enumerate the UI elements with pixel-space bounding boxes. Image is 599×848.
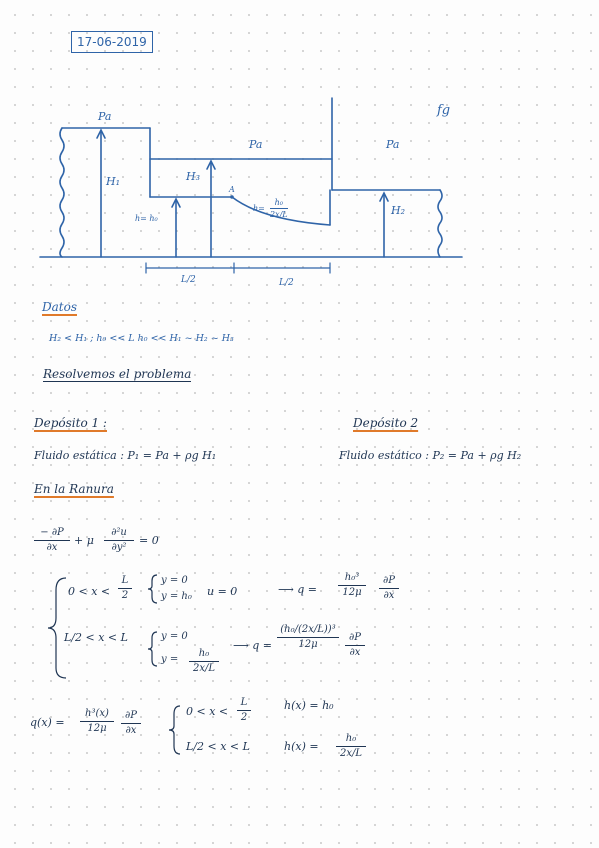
general-brace xyxy=(168,705,181,755)
case1-bc2: y = h₀ xyxy=(161,591,192,602)
general-r1-h: h(x) = h₀ xyxy=(284,699,334,712)
case2-dp-fraction: ∂P∂x xyxy=(345,632,365,658)
slot-h-lhs: h= xyxy=(253,204,265,213)
case2-range: L/2 < x < L xyxy=(64,631,128,644)
h-eq-h0-label: h= h₀ xyxy=(135,214,158,223)
d2u-dy2-fraction: ∂²u∂y² xyxy=(104,527,134,553)
general-dp-fraction: ∂P∂x xyxy=(121,710,141,736)
h2-label: H₂ xyxy=(391,204,406,217)
case1-arrow: ⟶ q = xyxy=(278,583,318,596)
deposito1-equation: Fluido estática : P₁ = Pa + ρg H₁ xyxy=(34,449,217,462)
bc-brace-1 xyxy=(147,574,158,604)
mu-plus: + μ xyxy=(74,534,94,547)
case2-bc2: y = xyxy=(161,654,179,665)
deposito2-title: Depósito 2 xyxy=(353,416,419,430)
general-r2-h: h(x) = xyxy=(284,740,319,753)
navier-equals-zero: = 0 xyxy=(139,534,159,547)
case2-arrow: ⟶ q = xyxy=(233,639,273,652)
datos-title: Datos xyxy=(42,300,77,314)
case1-range: 0 < x < xyxy=(68,585,111,598)
h3-label: H₃ xyxy=(186,170,201,183)
date-box: 17-06-2019 xyxy=(71,31,153,53)
pa-right-label: Pa xyxy=(386,138,400,151)
general-r2-range: L/2 < x < L xyxy=(186,740,250,753)
case2-bc1: y = 0 xyxy=(161,631,188,642)
point-a-label: A xyxy=(229,185,235,194)
case1-u: u = 0 xyxy=(207,585,238,598)
general-q-lhs: q(x) = xyxy=(30,716,65,729)
ranura-title: En la Ranura xyxy=(34,482,114,496)
l2-right-label: L/2 xyxy=(279,278,294,288)
general-r1-range: 0 < x < xyxy=(186,705,229,718)
right-wavy-side xyxy=(437,189,443,258)
general-q-fraction: h³(x)12μ xyxy=(80,708,114,734)
pa-mid-label: Pa xyxy=(249,138,263,151)
left-wavy-side xyxy=(59,127,65,258)
h1-label: H₁ xyxy=(106,175,121,188)
deposito2-equation: Fluido estático : P₂ = Pa + ρg H₂ xyxy=(339,449,522,462)
l2-left-label: L/2 xyxy=(181,275,196,285)
fg-label: fg xyxy=(437,103,451,118)
slot-top-curve xyxy=(231,196,331,226)
dp-dx-fraction: − ∂P∂x xyxy=(34,527,70,553)
bc-brace-2 xyxy=(147,631,158,667)
case1-dp-fraction: ∂P∂x xyxy=(379,575,399,601)
resolvemos-heading: Resolvemos el problema xyxy=(43,367,192,382)
datos-line: H₂ < H₁ ; h₀ << L h₀ << H₁ ~ H₂ ~ H₃ xyxy=(49,333,234,344)
deposito1-title: Depósito 1 : xyxy=(34,416,107,430)
pa-left-label: Pa xyxy=(98,110,112,123)
case1-bc1: y = 0 xyxy=(161,575,188,586)
big-case-brace xyxy=(47,577,67,679)
